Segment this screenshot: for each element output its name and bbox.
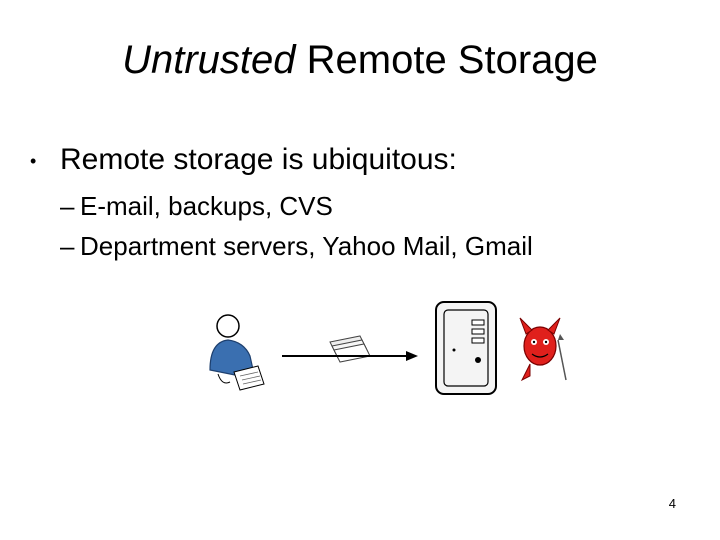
subbullet-text: Department servers, Yahoo Mail, Gmail	[80, 231, 533, 261]
subbullet-marker: –	[60, 191, 75, 221]
subbullet-marker: –	[60, 231, 75, 261]
bullet-item: • Remote storage is ubiquitous:	[30, 142, 457, 179]
slide-title: Untrusted Remote Storage	[0, 34, 720, 86]
slide-title-italic: Untrusted	[122, 38, 296, 82]
server-tower-icon	[435, 301, 497, 395]
bullet-text: Remote storage is ubiquitous:	[60, 143, 457, 176]
slide-title-rest: Remote Storage	[295, 38, 598, 82]
user-at-desk-icon	[209, 314, 265, 391]
storage-illustration	[209, 301, 567, 395]
devil-icon	[519, 317, 567, 382]
documents-stack-icon	[329, 335, 371, 363]
page-number: 4	[668, 496, 676, 511]
subbullet-item: –Department servers, Yahoo Mail, Gmail	[60, 230, 533, 262]
arrow-right-icon	[282, 351, 418, 361]
subbullet-text: E-mail, backups, CVS	[80, 191, 333, 221]
bullet-marker: •	[30, 151, 37, 172]
subbullet-item: –E-mail, backups, CVS	[60, 190, 333, 222]
